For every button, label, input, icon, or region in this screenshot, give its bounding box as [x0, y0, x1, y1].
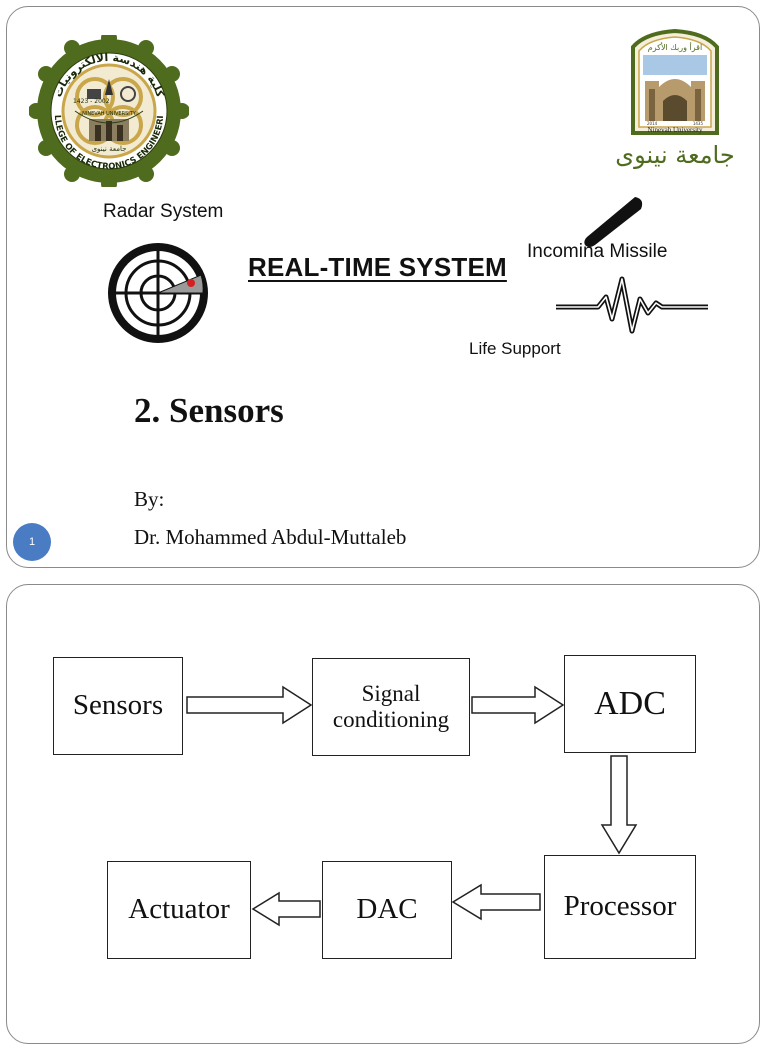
arrow-sensors-to-signal: [186, 685, 313, 725]
sensors-block-label: Sensors: [72, 689, 164, 722]
university-logo-year-right: 1435: [693, 121, 704, 126]
slide-title: 2. Sensors: [134, 391, 284, 430]
university-logo: اقرأ وربك الأكرم 2014 1435 Ninevah Unive…: [615, 28, 735, 169]
signal-conditioning-label: Signal conditioning: [333, 681, 449, 734]
university-logo-arabic-top: اقرأ وربك الأكرم: [648, 42, 702, 52]
arrow-adc-to-processor: [600, 755, 638, 855]
real-time-system-title: REAL-TIME SYSTEM: [248, 252, 507, 282]
by-label: By:: [134, 487, 165, 511]
university-logo-arabic-bottom: جامعة نينوى: [615, 141, 734, 169]
block-diagram-slide: Sensors Signal conditioning ADC Processo…: [6, 584, 760, 1044]
processor-block-label: Processor: [563, 890, 677, 923]
adc-block-label: ADC: [594, 685, 666, 723]
ecg-icon: [556, 276, 708, 334]
arrow-signal-to-adc: [471, 685, 565, 725]
university-logo-english: Ninevah University: [647, 126, 703, 134]
radar-icon: [108, 243, 208, 343]
author-name: Dr. Mohammed Abdul-Muttaleb: [134, 525, 407, 549]
radar-system-label: Radar System: [103, 201, 224, 222]
university-logo-year-left: 2014: [647, 121, 658, 126]
processor-block: Processor: [544, 855, 696, 959]
college-logo-inner-arabic: جامعة نينوى: [92, 145, 127, 153]
signal-conditioning-line2: conditioning: [332, 707, 450, 732]
college-logo: كلية هندسة الالكترونيات COLLEGE OF ELECT…: [29, 35, 189, 187]
arrow-dac-to-actuator: [251, 891, 321, 927]
flow-arrows: [186, 685, 638, 927]
incoming-missile-label: Incomina Missile: [527, 241, 668, 262]
arrow-processor-to-dac: [451, 883, 541, 921]
dac-block-label: DAC: [356, 893, 418, 926]
college-logo-years: 1423 - 2002: [73, 98, 110, 105]
adc-block: ADC: [564, 655, 696, 753]
page-number-badge: 1: [13, 523, 51, 561]
actuator-block: Actuator: [107, 861, 251, 959]
college-logo-inner-text: NINEVAH UNIVERSITY: [82, 111, 137, 117]
actuator-block-label: Actuator: [128, 893, 230, 926]
sensors-block: Sensors: [53, 657, 183, 755]
missile-icon: [584, 197, 643, 247]
title-slide: كلية هندسة الالكترونيات COLLEGE OF ELECT…: [6, 6, 760, 568]
dac-block: DAC: [322, 861, 452, 959]
signal-conditioning-block: Signal conditioning: [312, 658, 470, 756]
life-support-label: Life Support: [469, 339, 561, 358]
signal-conditioning-line1: Signal: [361, 680, 421, 706]
